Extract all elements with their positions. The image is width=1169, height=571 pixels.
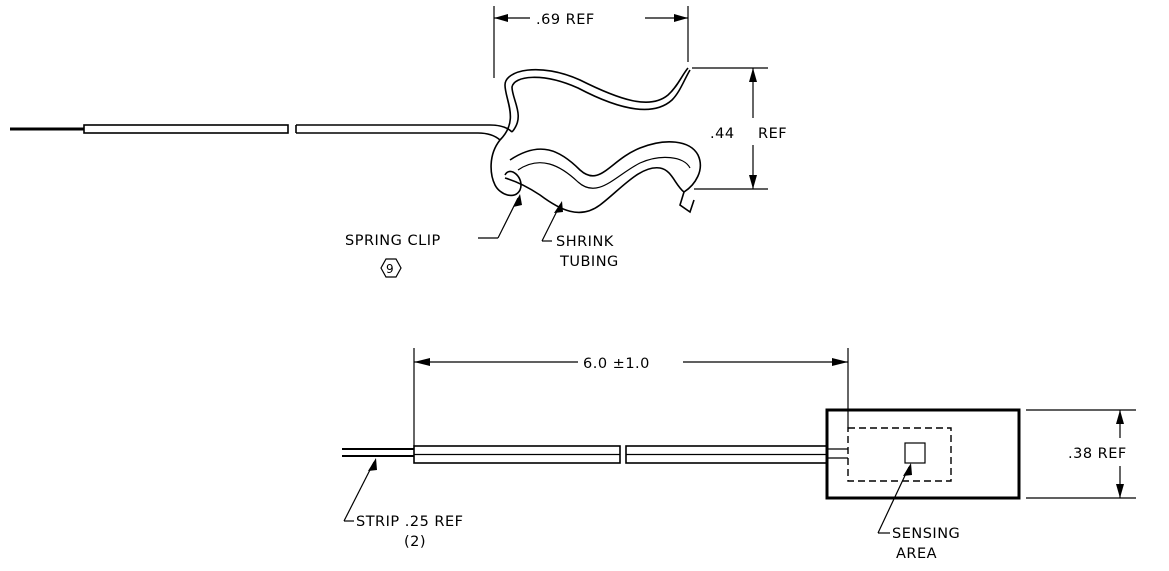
shrink-tubing-edge xyxy=(517,156,691,189)
spring-clip-label: SPRING CLIP xyxy=(345,233,441,249)
cable-segment-top-right xyxy=(295,124,513,141)
width-arrow-left xyxy=(494,14,508,22)
length-dim-label: 6.0 ±1.0 xyxy=(583,356,650,372)
height-dim-ref: REF xyxy=(758,126,787,142)
body-height-arrow-top xyxy=(1116,410,1124,424)
spring-clip xyxy=(499,67,689,141)
strip-label: STRIP .25 REF xyxy=(356,514,464,530)
spring-clip-inner xyxy=(511,69,691,133)
sensor-internal-outline xyxy=(847,427,952,482)
sensor-body xyxy=(825,408,1021,500)
sensing-area-label-line2: AREA xyxy=(896,546,937,562)
body-height-arrow-bottom xyxy=(1116,484,1124,498)
body-height-dim-label: .38 REF xyxy=(1068,446,1127,462)
strip-leader-arrow xyxy=(368,458,377,471)
sensing-area-box xyxy=(904,442,926,464)
height-arrow-top xyxy=(749,68,757,82)
item-number-hexagon xyxy=(380,258,402,278)
length-arrow-right xyxy=(832,358,848,366)
height-arrow-bottom xyxy=(749,175,757,189)
sensing-area-label-line1: SENSING xyxy=(892,526,960,542)
shrink-tubing-label-line2: TUBING xyxy=(559,254,619,270)
spring-clip-loop xyxy=(490,139,522,197)
height-dim-value: .44 xyxy=(710,126,735,142)
width-arrow-right xyxy=(674,14,688,22)
strip-leader-diag xyxy=(343,461,375,522)
shrink-tubing-label-line1: SHRINK xyxy=(556,234,614,250)
shrink-tubing-arrow xyxy=(554,201,563,213)
sensing-leader-diag xyxy=(877,466,910,534)
spring-clip-arrow xyxy=(513,194,522,207)
width-dim-label: .69 REF xyxy=(536,12,595,28)
shrink-tubing xyxy=(504,141,702,214)
length-arrow-left xyxy=(414,358,430,366)
top-view: .69 REF .44 REF SPRING CLIP 9 SHRINK TUB… xyxy=(10,6,787,278)
strip-quantity: (2) xyxy=(404,534,426,550)
sensing-leader-arrow xyxy=(903,463,912,476)
spring-clip-item-number: 9 xyxy=(386,262,394,276)
cable-segment-top-left xyxy=(83,124,289,134)
bottom-view: 6.0 ±1.0 .38 REF STRIP .25 REF (2) SENSI… xyxy=(342,348,1136,562)
